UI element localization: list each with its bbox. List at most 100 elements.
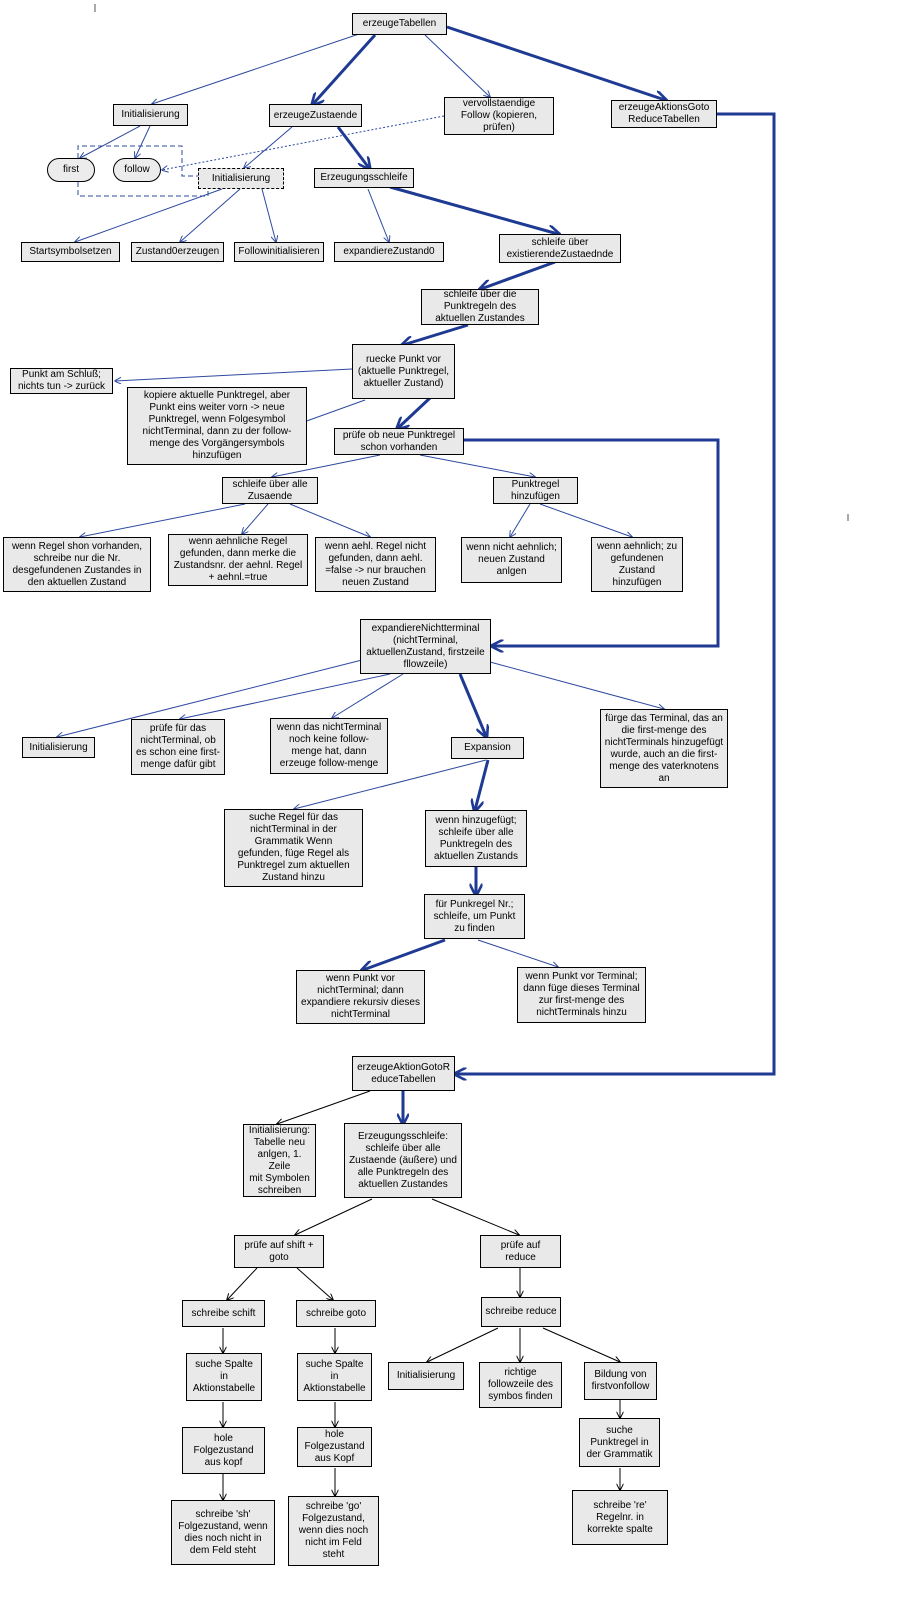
dashed-link [77,182,209,197]
node-punkt-am-schluss: Punkt am Schluß; nichts tun -> zurück [10,368,113,394]
edge [398,396,432,428]
edge [489,661,664,709]
node-erzeugeAktionGotoReduceTabellen: erzeugeAktionGotoR educeTabellen [352,1056,455,1091]
node-schreibe-reduce: schreibe reduce [481,1297,561,1327]
node-wenn-das-nichtterminal: wenn das nichtTerminal noch keine follow… [270,718,388,774]
edge [289,503,370,537]
node-wenn-nicht-aehnlich: wenn nicht aehnlich; neuen Zustand anlge… [461,537,562,583]
edge [180,188,241,242]
node-vervollstaendige-follow: vervollstaendige Follow (kopieren, prüfe… [444,97,554,135]
edge [419,454,535,477]
edge [295,1198,373,1235]
edge [180,673,391,719]
edge [446,25,665,100]
edge [75,188,223,242]
node-initialisierung-2: Initialisierung [198,168,284,189]
edge [367,188,389,242]
node-suche-spalte-1: suche Spalte in Aktionstabelle [186,1353,262,1401]
edge [135,125,151,158]
node-bildung-firstvonfollow: Bildung von firstvonfollow [584,1362,657,1400]
node-schleife-existierende: schleife über existierendeZustaednde [499,234,621,263]
edge [336,126,369,168]
node-fuerge-das-terminal: fürge das Terminal, das an die first-men… [600,709,728,788]
edge [272,454,381,477]
edge [242,503,269,534]
node-fuer-punkregel: für Punkregel Nr.; schleife, um Punkt zu… [424,894,525,939]
edge [481,260,556,289]
node-hole-folgezustand-1: hole Folgezustand aus kopf [182,1427,265,1474]
node-erzeugeAktionsGotoReduceTabellen: erzeugeAktionsGoto ReduceTabellen [611,100,717,128]
node-followinitialisieren: Followinitialisieren [234,242,324,262]
node-erzeugungsschleife-2: Erzeugungsschleife: schleife über alle Z… [344,1123,462,1198]
edge [80,503,246,537]
node-wenn-punkt-vor-nichtterminal: wenn Punkt vor nichtTerminal; dann expan… [296,970,425,1024]
edge [431,1198,519,1235]
edge [261,188,276,242]
edge [475,759,490,810]
edge [458,673,486,736]
node-wenn-hinzugefuegt: wenn hinzugefügt; schleife über alle Pun… [425,810,527,867]
node-punktregel-hinzufuegen: Punktregel hinzufügen [493,477,578,504]
node-schreibe-sh: schreibe 'sh' Folgezustand, wenn dies no… [171,1500,275,1565]
edge [80,125,141,158]
node-erzeugeZustaende: erzeugeZustaende [269,104,362,127]
edge [363,938,446,970]
node-wenn-punkt-vor-terminal: wenn Punkt vor Terminal; dann füge diese… [517,967,646,1023]
node-initialisierung-3: Initialisierung [22,737,95,758]
node-wenn-aehnliche: wenn aehnliche Regel gefunden, dann merk… [168,534,308,586]
edge [313,33,377,104]
node-expansion: Expansion [451,737,524,759]
edge [389,185,558,234]
edge [296,1267,333,1300]
node-suche-spalte-2: suche Spalte in Aktionstabelle [297,1353,372,1401]
edge [456,112,776,1074]
node-schreibe-go: schreibe 'go' Folgezustand, wenn dies no… [288,1496,379,1566]
dashed-link [77,145,198,177]
node-pruefe-reduce: prüfe auf reduce [480,1235,561,1268]
node-pruefe-neue-punktregel: prüfe ob neue Punktregel schon vorhanden [334,428,464,455]
node-pruefe-shift-goto: prüfe auf shift + goto [234,1235,324,1268]
node-suche-regel: suche Regel für das nichtTerminal in der… [224,809,363,887]
node-schreibe-schift: schreibe schift [182,1300,265,1327]
edge [152,32,363,104]
edge [539,503,632,537]
node-wenn-regel-shon: wenn Regel shon vorhanden, schreibe nur … [3,537,151,592]
node-initialisierung-tabelle: Initialisierung: Tabelle neu anlgen, 1. … [243,1124,316,1197]
edge [115,368,353,381]
node-schreibe-goto: schreibe goto [296,1300,376,1327]
edge [424,34,490,97]
node-wenn-aehnlich: wenn aehnlich; zu gefundenen Zustand hin… [591,537,683,592]
node-follow: follow [113,158,161,182]
node-zustand0erzeugen: Zustand0erzeugen [131,242,224,262]
node-schleife-ueber-alle: schleife über alle Zusaende [222,477,318,504]
node-richtige-followzeile: richtige followzeile des symbos finden [479,1362,562,1408]
node-first: first [47,158,95,182]
edge [464,438,720,646]
node-wenn-aehl-nicht: wenn aehl. Regel nicht gefunden, dann ae… [315,537,436,592]
node-schleife-punktregeln: schleife über die Punktregeln des aktuel… [421,289,539,325]
edge [332,673,404,718]
edge [403,323,469,345]
edge [244,126,293,168]
node-kopiere-punktregel: kopiere aktuelle Punktregel, aber Punkt … [127,387,307,465]
edge [510,503,531,537]
edge [57,659,363,737]
node-pruefe-fuer-das: prüfe für das nichtTerminal, ob es schon… [131,719,225,775]
node-schreibe-re: schreibe 're' Regelnr. in korrekte spalt… [572,1490,668,1545]
edge [227,1267,258,1300]
node-ruecke-punkt-vor: ruecke Punkt vor (aktuelle Punktregel, a… [352,344,455,399]
edge [542,1327,620,1362]
node-suche-punktregel-grammatik: suche Punktregel in der Grammatik [579,1418,660,1467]
edge [477,939,558,967]
edge [277,1090,371,1124]
node-expandiereNichtterminal: expandiereNichtterminal (nichtTerminal, … [360,619,491,674]
node-startsymbolsetzen: Startsymbolsetzen [21,242,120,262]
edge [294,759,487,809]
node-initialisierung: Initialisierung [113,104,188,126]
node-hole-folgezustand-2: hole Folgezustand aus Kopf [297,1427,372,1467]
node-erzeugungsschleife: Erzeugungsschleife [314,168,414,188]
edge [427,1327,499,1362]
node-erzeugeTabellen: erzeugeTabellen [352,13,447,35]
